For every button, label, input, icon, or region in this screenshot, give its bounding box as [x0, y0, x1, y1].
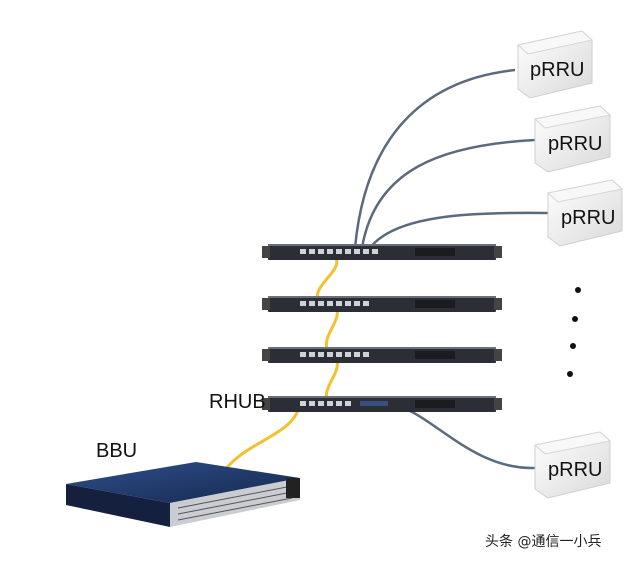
fiber-1-2 [315, 255, 339, 301]
fiber-3-4 [324, 355, 339, 404]
prru-1 [516, 30, 594, 99]
prru-3 [546, 179, 624, 247]
ellipsis-dots [567, 287, 581, 377]
prru-2 [533, 105, 612, 173]
rhub-unit-4 [262, 396, 502, 412]
bbu-device [66, 462, 300, 527]
prru-label-2: pRRU [548, 133, 602, 155]
prru-label-3: pRRU [561, 207, 615, 229]
rhub-label: RHUB [209, 391, 266, 413]
cable-prru-2 [360, 138, 536, 249]
cable-prru-1 [353, 68, 516, 249]
prru-devices [516, 30, 624, 499]
ellipsis-dot [567, 371, 573, 377]
cable-prru-3 [369, 211, 549, 249]
ellipsis-dot [572, 316, 578, 322]
prru-label-4: pRRU [548, 459, 602, 481]
prru-label-1: pRRU [530, 59, 584, 81]
rhub-unit-3 [262, 347, 502, 363]
prru-4 [533, 431, 612, 499]
watermark: 头条 @通信一小兵 [485, 534, 602, 550]
ellipsis-dot [570, 343, 576, 349]
rhub-unit-1 [262, 244, 502, 260]
prru-labels: pRRU pRRU pRRU pRRU [530, 59, 615, 481]
cable-prru-4 [389, 402, 536, 470]
rhub-stack [262, 244, 502, 412]
ellipsis-dot [575, 287, 581, 293]
rhub-unit-2 [262, 296, 502, 312]
bbu-label: BBU [96, 440, 138, 462]
